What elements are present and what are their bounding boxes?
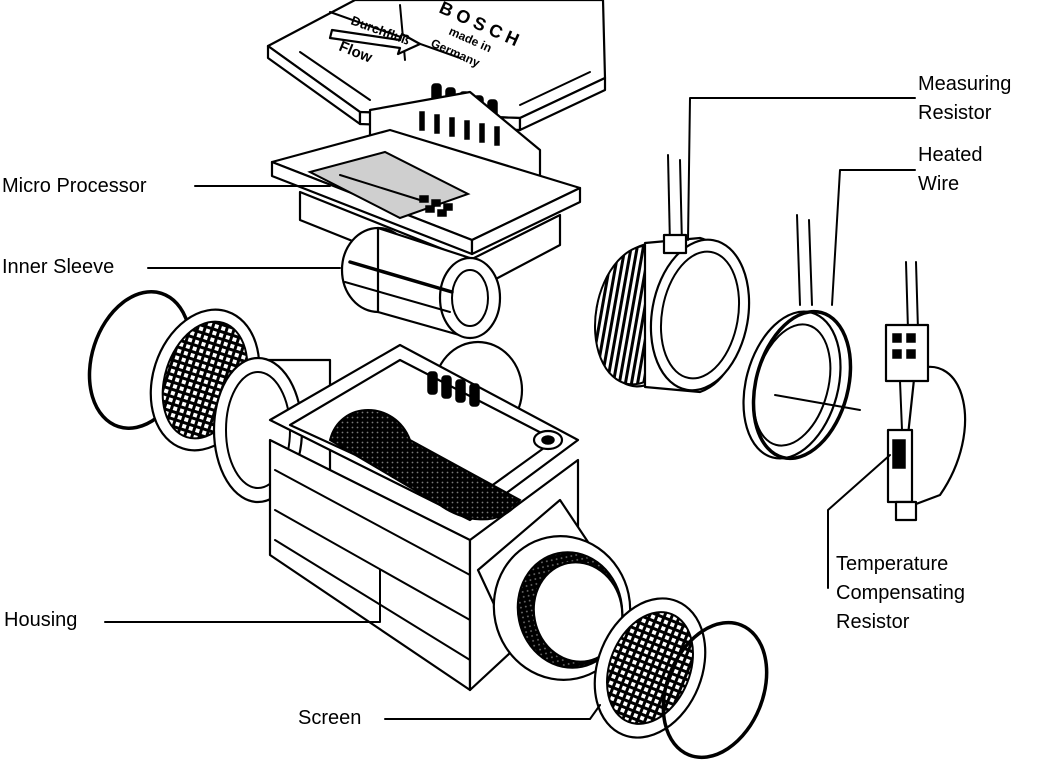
right-retaining-ring: [661, 620, 769, 760]
label-measuring-resistor: Measuring Resistor: [918, 70, 1011, 128]
measuring-resistor-ring: [593, 154, 751, 394]
leader-heated-wire: [831, 169, 916, 306]
label-micro-processor: Micro Processor: [2, 175, 147, 197]
temperature-compensating-resistor: [884, 261, 967, 522]
label-inner-sleeve: Inner Sleeve: [2, 256, 115, 278]
label-temp-comp-resistor: Temperature Compensating Resistor: [836, 550, 965, 637]
right-screen: [593, 597, 707, 739]
leader-measuring-resistor: [687, 97, 916, 241]
label-temp-comp-resistor-line1: Temperature: [836, 553, 949, 575]
label-screen: Screen: [298, 707, 362, 729]
label-temp-comp-resistor-line2: Compensating: [836, 582, 965, 604]
leader-lines: [104, 97, 916, 720]
leader-temp-comp-resistor: [827, 454, 891, 589]
label-heated-wire: Heated Wire: [918, 141, 983, 199]
label-temp-comp-resistor-line3: Resistor: [836, 611, 910, 633]
label-heated-wire-line2: Wire: [918, 173, 960, 195]
label-measuring-resistor-line2: Resistor: [918, 102, 992, 124]
leader-screen: [384, 704, 601, 720]
heated-wire-ring: [742, 214, 861, 461]
label-heated-wire-line1: Heated: [918, 144, 983, 166]
leader-housing: [104, 569, 381, 623]
label-housing: Housing: [4, 609, 78, 631]
inner-sleeve: [340, 226, 502, 340]
housing: [212, 340, 632, 692]
label-measuring-resistor-line1: Measuring: [918, 73, 1012, 95]
